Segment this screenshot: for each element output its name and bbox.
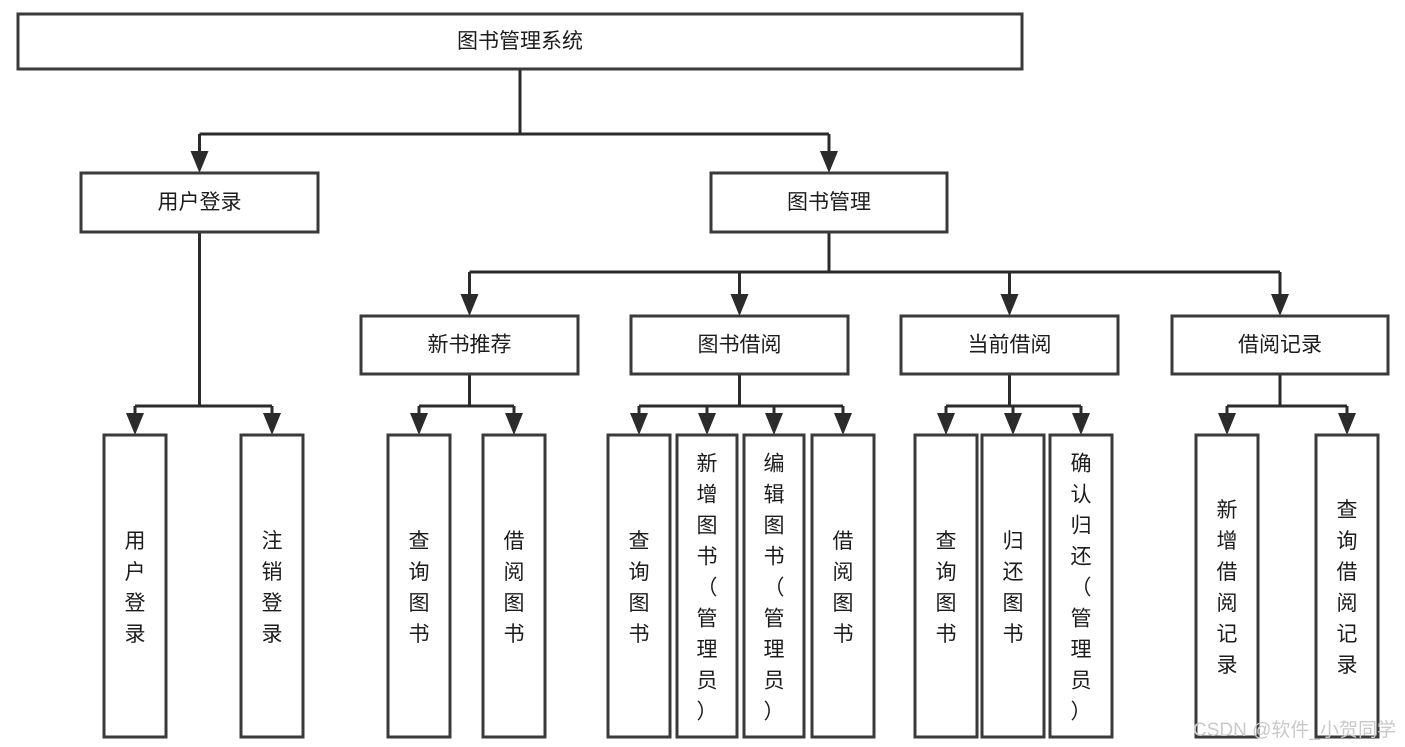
node-leaf-query-borrow-record-label: 查询借阅记录: [1337, 499, 1358, 677]
node-new-book-recommend[interactable]: 新书推荐: [359, 314, 580, 376]
connector-lines-group: [126, 69, 1356, 435]
node-leaf-logout-login[interactable]: 注销登录: [239, 433, 305, 739]
node-root-system-box[interactable]: [16, 12, 1024, 71]
node-borrow-record-label: 借阅记录: [1238, 334, 1322, 357]
node-leaf-logout-login-box[interactable]: [239, 433, 305, 739]
new-book-recommend-to-leaf-0-arrowhead: [410, 413, 428, 435]
bm-to-l3-0-arrowhead: [460, 294, 479, 316]
node-leaf-user-login-box[interactable]: [102, 433, 168, 739]
node-leaf-confirm-return-admin-box[interactable]: [1048, 433, 1114, 739]
node-leaf-user-login[interactable]: 用户登录: [102, 433, 168, 739]
node-leaf-borrow-book-label: 借阅图书: [833, 530, 854, 646]
node-leaf-add-book-admin-label: 新增图书（管理员）: [697, 453, 718, 724]
node-leaf-borrow-book-new-box[interactable]: [481, 433, 547, 739]
current-borrow-to-leaf-0-arrowhead: [937, 413, 955, 435]
node-leaf-return-book[interactable]: 归还图书: [980, 433, 1046, 739]
node-leaf-add-book-admin-box[interactable]: [675, 433, 739, 739]
node-leaf-confirm-return-admin-label: 确认归还（管理员）: [1071, 453, 1092, 724]
user-login-to-leaf-1-arrowhead: [263, 413, 281, 435]
node-leaf-add-borrow-record-label: 新增借阅记录: [1217, 499, 1238, 677]
node-book-management-box[interactable]: [709, 171, 949, 234]
node-leaf-query-book-new-label: 查询图书: [409, 530, 430, 646]
node-leaf-query-book-borrow[interactable]: 查询图书: [606, 433, 672, 739]
node-leaf-query-book-new[interactable]: 查询图书: [386, 433, 452, 739]
node-leaf-user-login-label: 用户登录: [125, 530, 146, 646]
node-borrow-record[interactable]: 借阅记录: [1170, 314, 1390, 376]
node-leaf-query-book-borrow-label: 查询图书: [629, 530, 650, 646]
node-root-system-label: 图书管理系统: [457, 30, 583, 53]
node-leaf-query-borrow-record[interactable]: 查询借阅记录: [1314, 433, 1380, 739]
bm-to-l3-3-arrowhead: [1271, 294, 1289, 316]
node-current-borrow-label: 当前借阅: [968, 334, 1052, 357]
nodes-group: 图书管理系统用户登录图书管理新书推荐图书借阅当前借阅借阅记录用户登录注销登录查询…: [16, 12, 1390, 739]
node-leaf-query-book-borrow-box[interactable]: [606, 433, 672, 739]
node-book-borrow-box[interactable]: [629, 314, 850, 376]
new-book-recommend-to-leaf-1-arrowhead: [505, 413, 523, 435]
borrow-record-to-leaf-1-arrowhead: [1338, 413, 1356, 435]
node-new-book-recommend-label: 新书推荐: [428, 334, 512, 357]
current-borrow-to-leaf-1-arrowhead: [1004, 413, 1022, 435]
node-leaf-edit-book-admin[interactable]: 编辑图书（管理员）: [742, 433, 806, 739]
book-borrow-to-leaf-1-arrowhead: [698, 413, 716, 435]
node-leaf-add-borrow-record[interactable]: 新增借阅记录: [1194, 433, 1260, 739]
book-borrow-to-leaf-2-arrowhead: [765, 413, 783, 435]
node-leaf-query-book-current-box[interactable]: [913, 433, 979, 739]
current-borrow-to-leaf-2-arrowhead: [1072, 413, 1090, 435]
node-borrow-record-box[interactable]: [1170, 314, 1390, 376]
node-leaf-query-book-current[interactable]: 查询图书: [913, 433, 979, 739]
node-leaf-logout-login-label: 注销登录: [262, 530, 283, 646]
node-leaf-query-borrow-record-box[interactable]: [1314, 433, 1380, 739]
node-user-login-label: 用户登录: [158, 191, 242, 214]
bm-to-l3-1-arrowhead: [730, 294, 749, 316]
node-leaf-edit-book-admin-box[interactable]: [742, 433, 806, 739]
node-new-book-recommend-box[interactable]: [359, 314, 580, 376]
csdn-watermark: CSDN @软件_小贺同学: [1193, 719, 1396, 741]
root-to-l2-0-arrowhead: [190, 151, 209, 173]
bm-to-l3-2-arrowhead: [1000, 294, 1019, 316]
node-leaf-borrow-book-box[interactable]: [810, 433, 876, 739]
book-borrow-to-leaf-0-arrowhead: [630, 413, 648, 435]
node-leaf-return-book-label: 归还图书: [1003, 530, 1024, 646]
node-current-borrow-box[interactable]: [899, 314, 1120, 376]
node-leaf-add-borrow-record-box[interactable]: [1194, 433, 1260, 739]
node-book-borrow-label: 图书借阅: [698, 334, 782, 357]
node-leaf-edit-book-admin-label: 编辑图书（管理员）: [764, 453, 785, 724]
book-borrow-to-leaf-3-arrowhead: [834, 413, 852, 435]
node-current-borrow[interactable]: 当前借阅: [899, 314, 1120, 376]
root-to-l2-1-arrowhead: [820, 151, 838, 173]
node-user-login-box[interactable]: [79, 171, 320, 234]
node-leaf-return-book-box[interactable]: [980, 433, 1046, 739]
node-leaf-query-book-new-box[interactable]: [386, 433, 452, 739]
node-user-login[interactable]: 用户登录: [79, 171, 320, 234]
node-root-system[interactable]: 图书管理系统: [16, 12, 1024, 71]
node-leaf-borrow-book-new[interactable]: 借阅图书: [481, 433, 547, 739]
node-leaf-query-book-current-label: 查询图书: [936, 530, 957, 646]
node-leaf-confirm-return-admin[interactable]: 确认归还（管理员）: [1048, 433, 1114, 739]
borrow-record-to-leaf-0-arrowhead: [1218, 413, 1236, 435]
node-book-borrow[interactable]: 图书借阅: [629, 314, 850, 376]
user-login-to-leaf-0-arrowhead: [126, 413, 144, 435]
node-book-management[interactable]: 图书管理: [709, 171, 949, 234]
node-leaf-borrow-book[interactable]: 借阅图书: [810, 433, 876, 739]
node-book-management-label: 图书管理: [787, 191, 871, 214]
node-leaf-borrow-book-new-label: 借阅图书: [504, 530, 525, 646]
node-leaf-add-book-admin[interactable]: 新增图书（管理员）: [675, 433, 739, 739]
